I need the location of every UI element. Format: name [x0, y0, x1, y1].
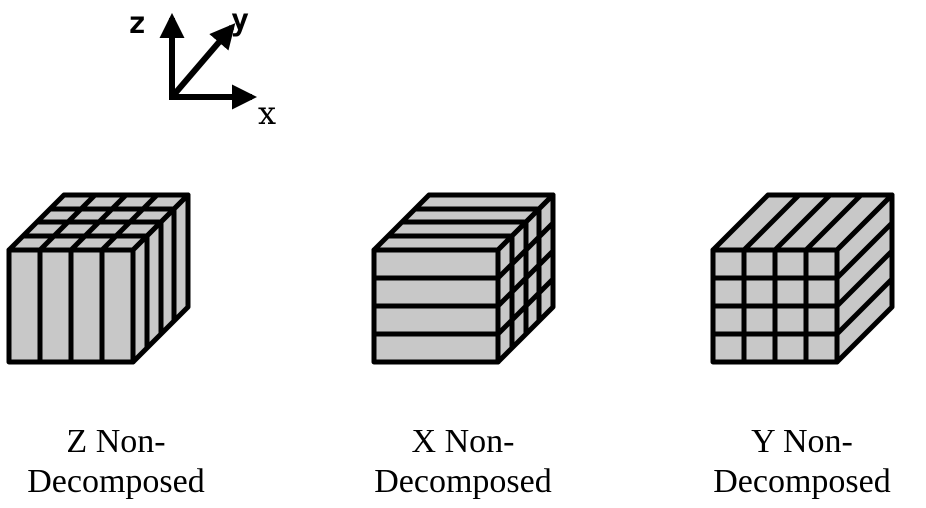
- y-axis-label: y: [231, 3, 249, 38]
- x-axis-label: x: [258, 94, 276, 132]
- y-axis-arrow: [169, 23, 236, 99]
- z-axis-label: z: [128, 6, 146, 41]
- caption-y-line2: Decomposed: [713, 463, 891, 500]
- caption-y-line1: Y Non-: [751, 423, 853, 460]
- caption-y-non-decomposed: Y Non- Decomposed: [682, 422, 922, 502]
- caption-x-non-decomposed: X Non- Decomposed: [343, 422, 583, 502]
- caption-x-line2: Decomposed: [374, 463, 552, 500]
- cube-y-non-decomposed: [710, 192, 895, 365]
- caption-z-non-decomposed: Z Non- Decomposed: [0, 422, 236, 502]
- axes-indicator: z y x: [128, 3, 276, 132]
- caption-z-line2: Decomposed: [27, 463, 205, 500]
- caption-x-line1: X Non-: [411, 423, 515, 460]
- caption-z-line1: Z Non-: [66, 423, 166, 460]
- cube-z-non-decomposed: [6, 192, 191, 365]
- cube-x-non-decomposed: [371, 192, 556, 365]
